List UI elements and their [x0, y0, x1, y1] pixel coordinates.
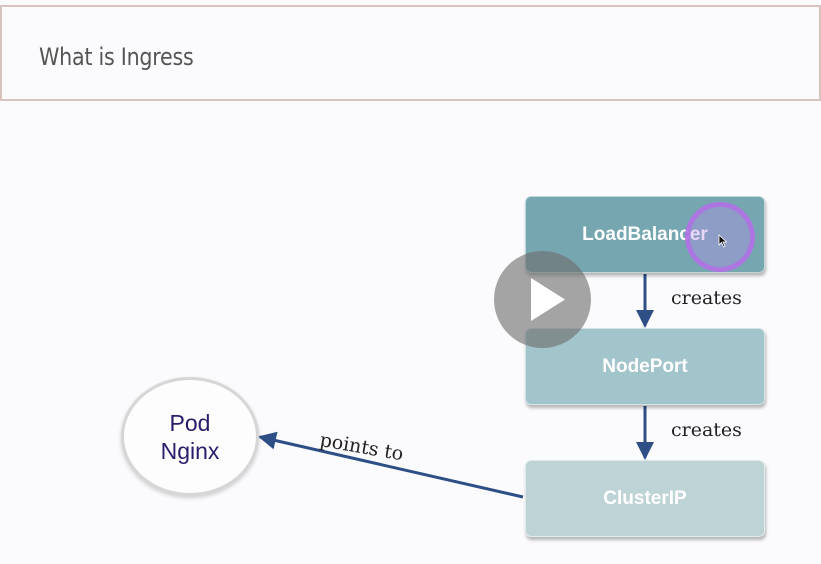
- slide-title: What is Ingress: [39, 43, 194, 71]
- pod-name: Nginx: [160, 437, 220, 464]
- clusterip-node: ClusterIP: [525, 460, 765, 537]
- click-highlight: [685, 202, 755, 272]
- cursor-icon: [718, 234, 728, 248]
- edge-label-np-cip: creates: [671, 419, 742, 441]
- pod-label: Pod: [169, 409, 211, 436]
- slide-header: What is Ingress: [0, 5, 821, 101]
- edge-label-lb-np: creates: [671, 287, 742, 309]
- pod-nginx-node: Pod Nginx: [121, 377, 259, 496]
- play-button[interactable]: [494, 251, 591, 348]
- play-icon: [531, 278, 565, 321]
- arrow-cip-to-pod: [258, 431, 524, 499]
